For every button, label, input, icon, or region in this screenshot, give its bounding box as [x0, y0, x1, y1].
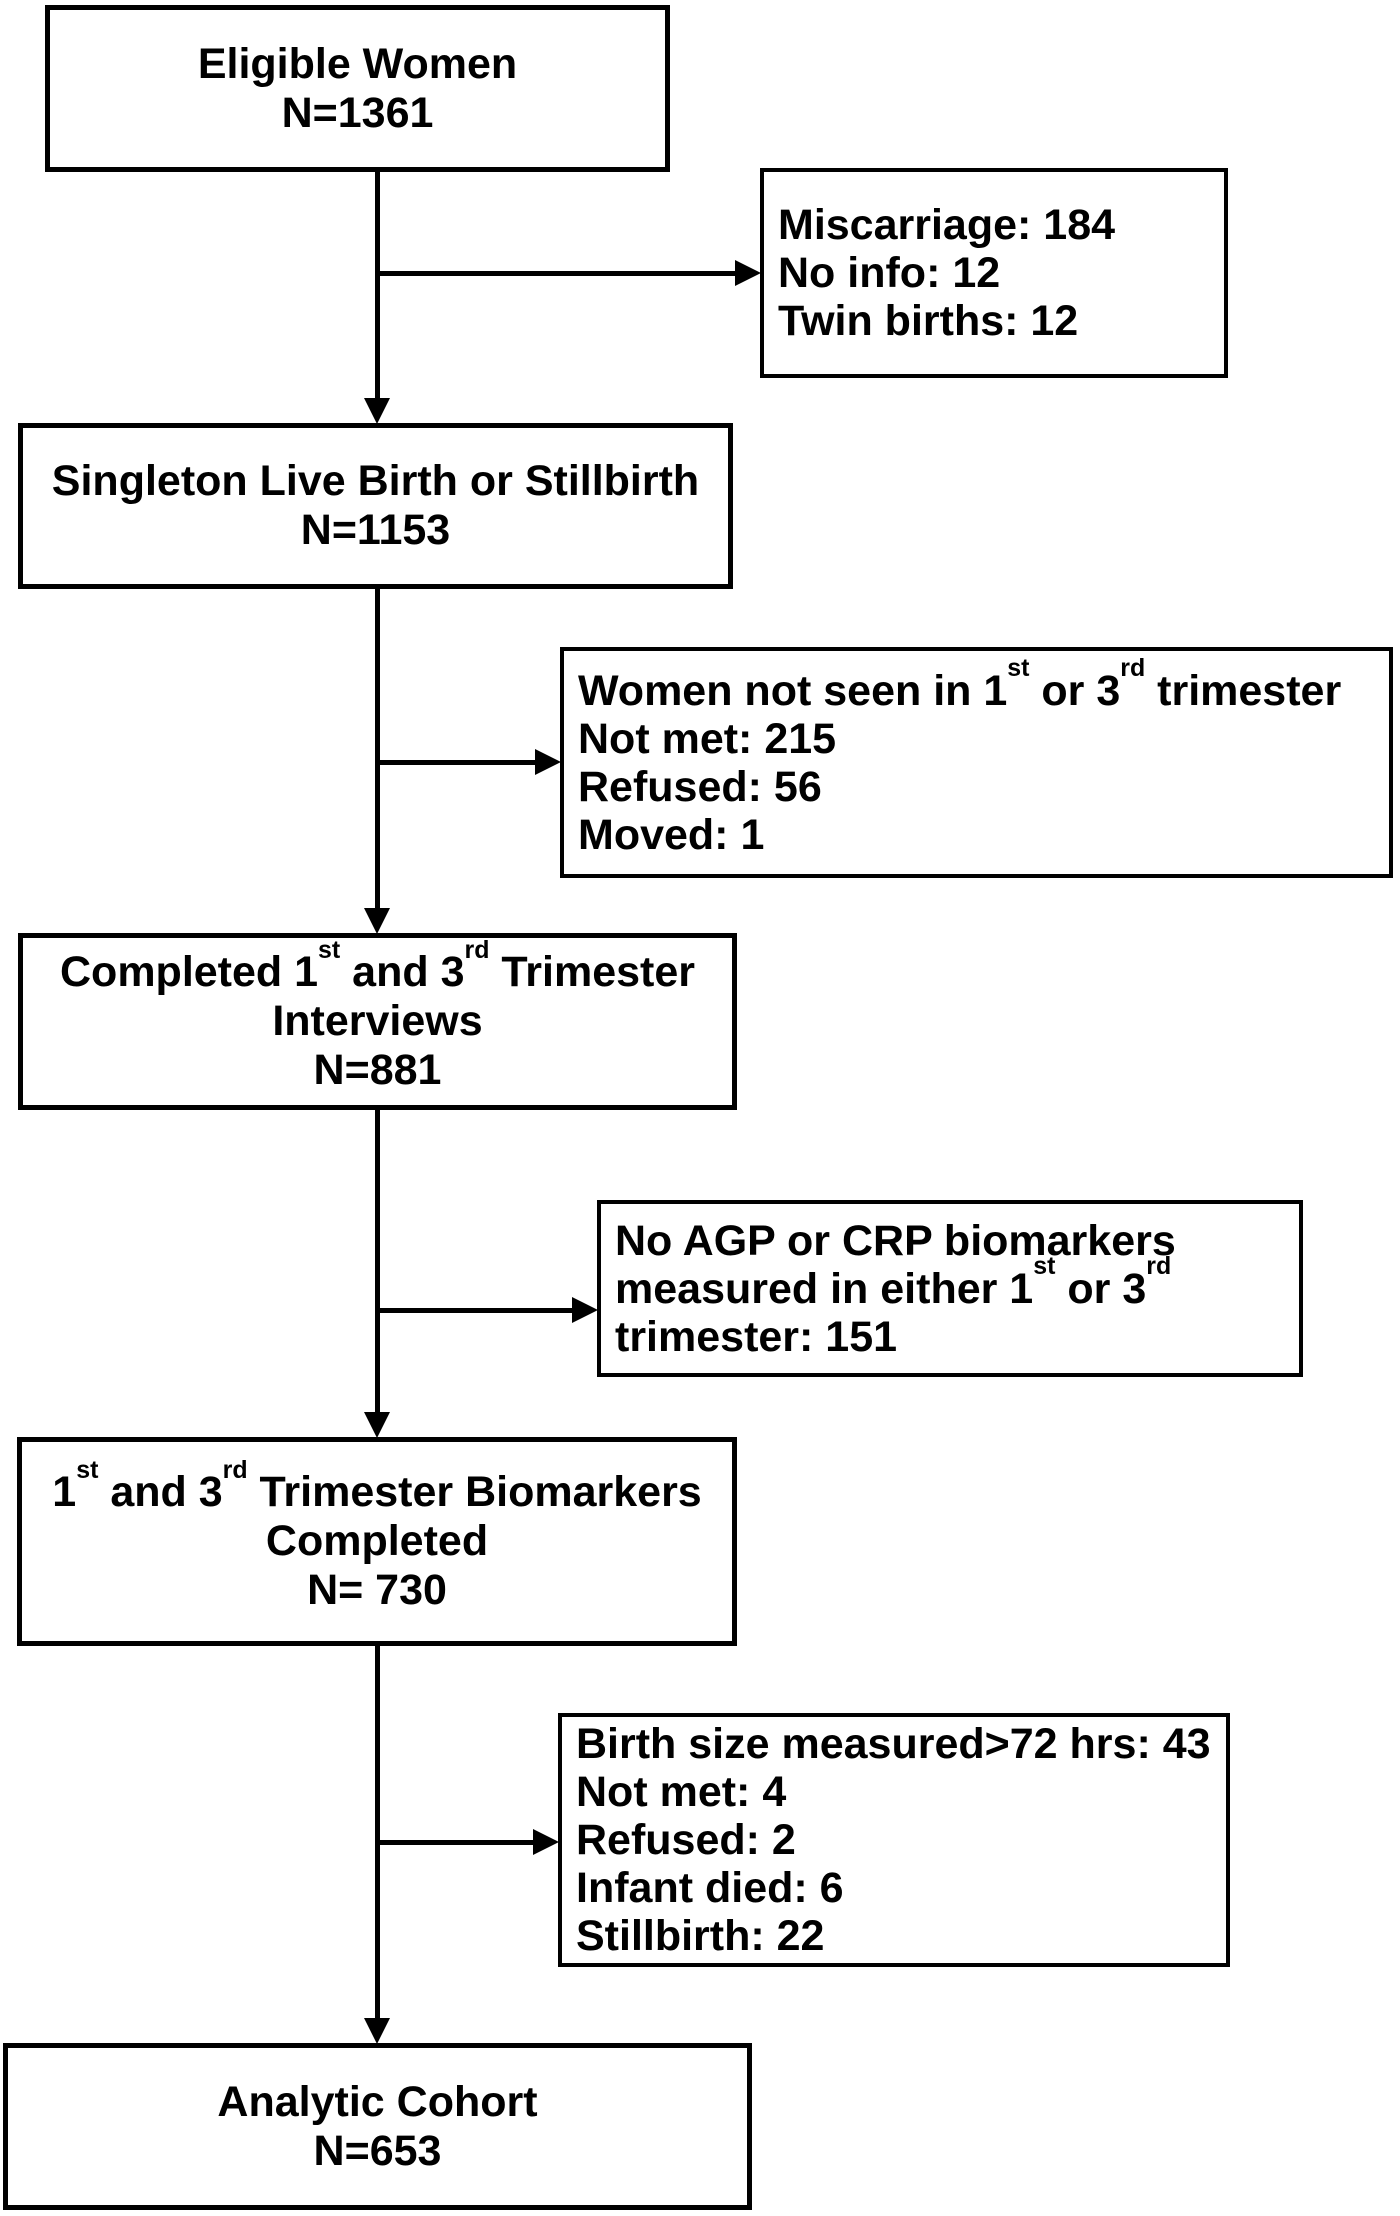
- text-line: 1st and 3rd Trimester Biomarkers: [52, 1455, 702, 1516]
- connector-line-2: [375, 589, 380, 911]
- text-line: Not met: 4: [576, 1768, 787, 1816]
- text-line: Completed 1st and 3rd Trimester: [60, 935, 695, 996]
- text-line: Stillbirth: 22: [576, 1912, 825, 1960]
- text-line: Infant died: 6: [576, 1864, 844, 1912]
- arrowhead-down-2: [364, 908, 390, 934]
- text-line: N=1361: [281, 88, 434, 137]
- arrowhead-right-4: [533, 1829, 559, 1855]
- arrowhead-down-3: [364, 1412, 390, 1438]
- text-line: N=653: [313, 2126, 442, 2175]
- text-line: Women not seen in 1st or 3rd trimester: [578, 654, 1342, 715]
- branch-line-4: [377, 1840, 536, 1845]
- branch-line-3: [377, 1308, 575, 1313]
- text-line: Miscarriage: 184: [778, 201, 1116, 249]
- connector-line-3: [375, 1110, 380, 1413]
- text-line: N=881: [313, 1046, 442, 1094]
- text-line: No AGP or CRP biomarkers: [615, 1216, 1176, 1265]
- text-line: Refused: 2: [576, 1816, 796, 1864]
- text-line: trimester: 151: [615, 1312, 898, 1361]
- arrowhead-right-2: [535, 749, 561, 775]
- text-line: Singleton Live Birth or Stillbirth: [51, 457, 700, 505]
- branch-line-1: [377, 271, 738, 276]
- branch-line-2: [377, 760, 538, 765]
- text-line: Moved: 1: [578, 810, 765, 859]
- text-line: measured in either 1st or 3rd: [615, 1252, 1172, 1313]
- text-line: Interviews: [272, 997, 483, 1045]
- text-line: N= 730: [307, 1566, 447, 1614]
- arrowhead-down-1: [364, 398, 390, 424]
- text-line: Analytic Cohort: [217, 2077, 538, 2126]
- text-line: No info: 12: [778, 249, 1001, 297]
- connector-line-1: [375, 172, 380, 401]
- connector-line-4: [375, 1646, 380, 2019]
- text-line: Eligible Women: [197, 39, 518, 88]
- arrowhead-down-4: [364, 2018, 390, 2044]
- arrowhead-right-1: [735, 260, 761, 286]
- text-line: Twin births: 12: [778, 297, 1079, 345]
- text-line: Completed: [265, 1517, 489, 1565]
- text-line: N=1153: [300, 506, 451, 554]
- text-line: Refused: 56: [578, 762, 822, 811]
- arrowhead-right-3: [572, 1297, 598, 1323]
- text-line: Birth size measured>72 hrs: 43: [576, 1720, 1211, 1768]
- text-line: Not met: 215: [578, 714, 837, 763]
